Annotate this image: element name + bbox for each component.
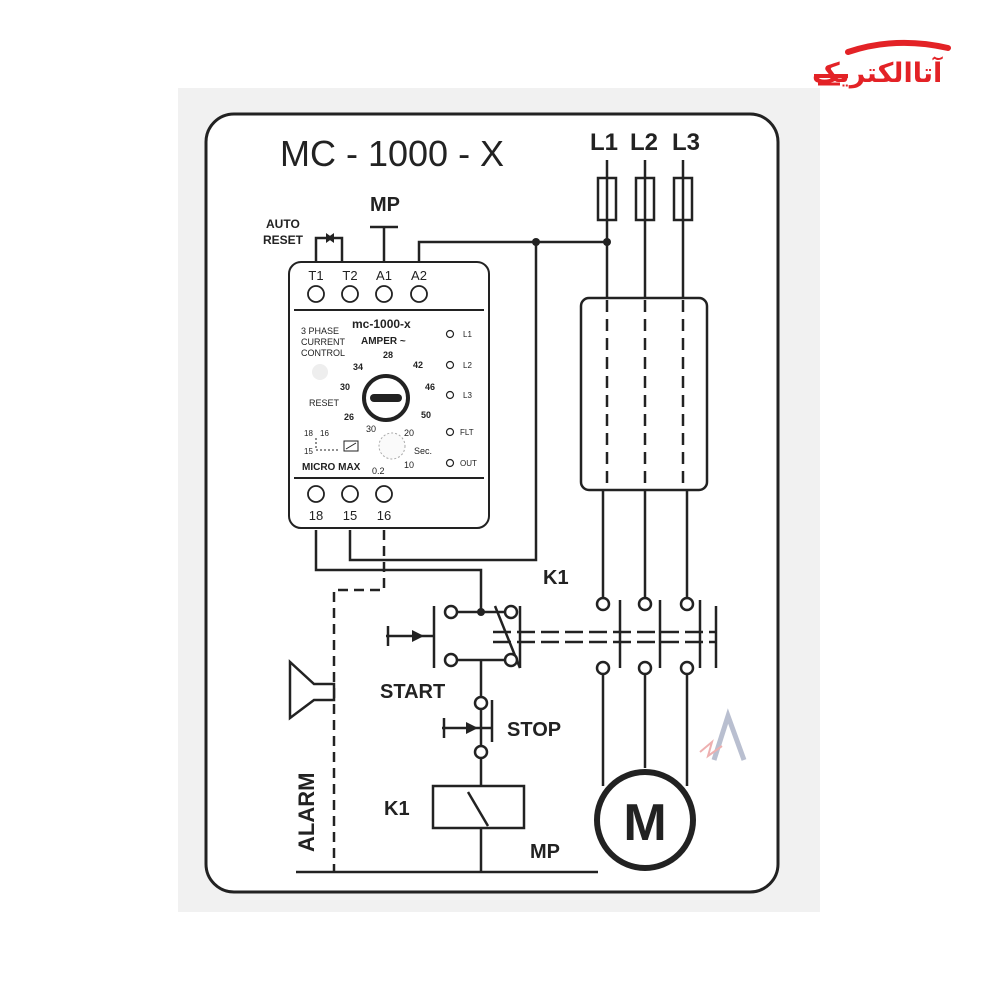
motor-label: M — [623, 794, 666, 852]
diagram-title: MC - 1000 - X — [280, 133, 504, 174]
time-tick-02: 0.2 — [372, 466, 385, 476]
reset-label: RESET — [309, 398, 340, 408]
reset-button[interactable] — [312, 364, 328, 380]
phase-label-l1: L1 — [590, 129, 618, 156]
relay-brand: MICRO MAX — [302, 462, 361, 473]
terminal-18: 18 — [309, 508, 323, 523]
auto-reset-line2: RESET — [263, 233, 304, 247]
mp-top-label: MP — [370, 194, 400, 216]
start-label: START — [380, 681, 445, 703]
time-tick-30: 30 — [366, 424, 376, 434]
contact-16: 16 — [320, 429, 329, 438]
amp-tick-50: 50 — [421, 410, 431, 420]
company-logo-text: آتاالکتریک — [812, 58, 943, 89]
amp-tick-42: 42 — [413, 360, 423, 370]
time-tick-10: 10 — [404, 460, 414, 470]
auto-reset-line1: AUTO — [266, 217, 300, 231]
terminal-a2: A2 — [411, 268, 427, 283]
relay-model: mc-1000-x — [352, 317, 411, 331]
alarm-horn — [288, 659, 336, 721]
company-logo — [808, 38, 958, 96]
time-tick-20: 20 — [404, 428, 414, 438]
amp-tick-28: 28 — [383, 350, 393, 360]
amp-tick-46: 46 — [425, 382, 435, 392]
relay-amper: AMPER ~ — [361, 336, 406, 347]
mp-bottom-label: MP — [530, 841, 560, 863]
phase-label-l3: L3 — [672, 129, 700, 156]
terminal-t1: T1 — [308, 268, 323, 283]
led-l1-label: L1 — [463, 330, 472, 339]
k1-coil-label: K1 — [384, 798, 410, 820]
terminal-a1: A1 — [376, 268, 392, 283]
amp-tick-34: 34 — [353, 362, 363, 372]
alarm-label: ALARM — [294, 773, 319, 852]
relay-desc-3: CONTROL — [301, 348, 345, 358]
motor-symbol — [594, 769, 696, 871]
k1-top-label: K1 — [543, 567, 569, 589]
stop-label: STOP — [507, 719, 561, 741]
led-l2-label: L2 — [463, 361, 472, 370]
led-l3-label: L3 — [463, 391, 472, 400]
relay-desc-2: CURRENT — [301, 337, 346, 347]
time-unit: Sec. — [414, 446, 432, 456]
k1-coil — [431, 784, 526, 830]
amp-tick-30: 30 — [340, 382, 350, 392]
terminal-16: 16 — [377, 508, 391, 523]
contact-18: 18 — [304, 429, 313, 438]
phase-label-l2: L2 — [630, 129, 658, 156]
amp-tick-26: 26 — [344, 412, 354, 422]
relay-desc-1: 3 PHASE — [301, 326, 339, 336]
led-out-label: OUT — [460, 459, 477, 468]
terminal-15: 15 — [343, 508, 357, 523]
terminal-t2: T2 — [342, 268, 357, 283]
contact-15: 15 — [304, 447, 313, 456]
watermark-logo — [699, 708, 747, 761]
led-flt-label: FLT — [460, 428, 474, 437]
time-dial[interactable] — [378, 432, 406, 460]
